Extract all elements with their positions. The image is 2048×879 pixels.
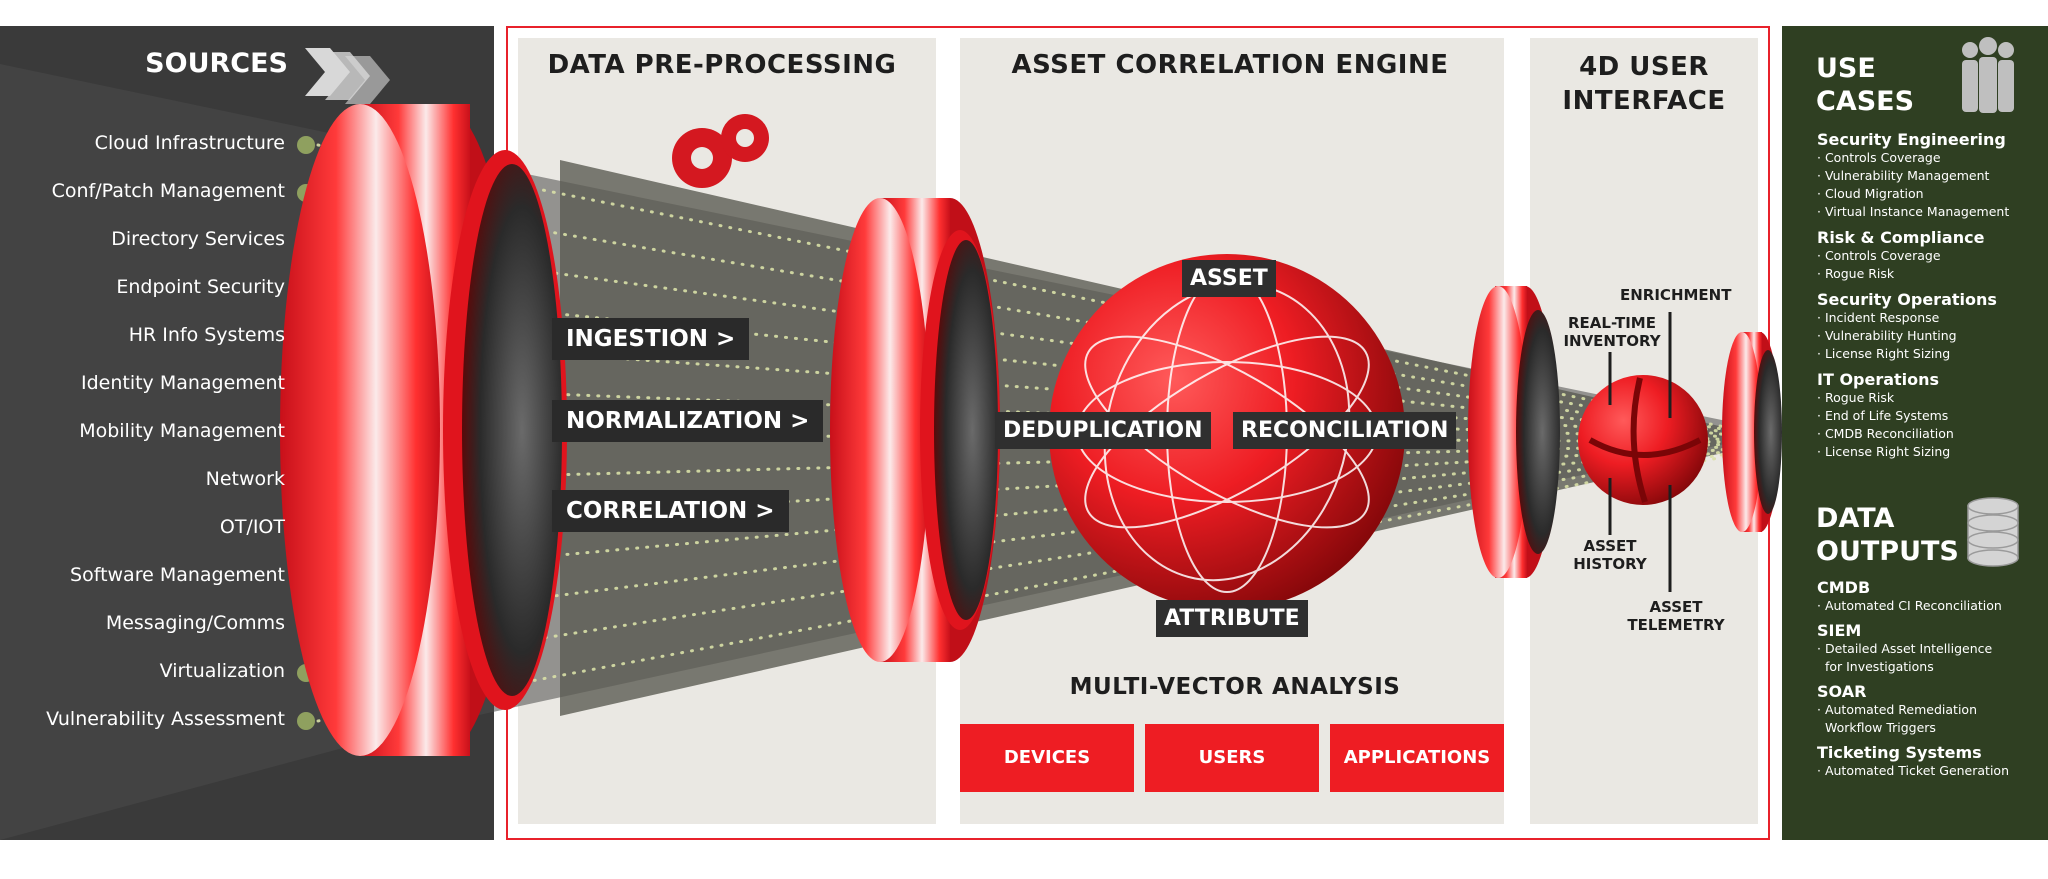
ui-title: 4D USER INTERFACE [1530, 50, 1758, 118]
use-case-heading: Security Operations [1817, 290, 1997, 309]
ui-sphere [1578, 312, 1708, 592]
use-case-item: · License Right Sizing [1817, 346, 1951, 361]
label-asset-history: ASSET HISTORY [1570, 537, 1650, 573]
data-output-item: · Automated CI Reconciliation [1817, 598, 2002, 613]
use-case-heading: Risk & Compliance [1817, 228, 1985, 247]
vector-applications: APPLICATIONS [1330, 724, 1504, 792]
use-case-item: · Incident Response [1817, 310, 1940, 325]
label-reconciliation: RECONCILIATION [1233, 412, 1457, 449]
ingest-ring [280, 104, 567, 756]
data-output-group: SIEM · Detailed Asset Intelligence for I… [1817, 621, 2042, 676]
forward-arrows-icon [305, 48, 390, 104]
use-case-item: · Rogue Risk [1817, 390, 1895, 405]
stage-normalization: NORMALIZATION > [552, 400, 824, 442]
use-case-item: · CMDB Reconciliation [1817, 426, 1954, 441]
use-case-item: · Controls Coverage [1817, 248, 1941, 263]
vector-devices: DEVICES [960, 724, 1134, 792]
data-output-item: · Automated Remediation [1817, 702, 1977, 717]
use-case-group: Security Engineering · Controls Coverage… [1817, 130, 2042, 221]
source-item: Vulnerability Assessment [46, 708, 285, 730]
use-case-item: · Virtual Instance Management [1817, 204, 2010, 219]
source-item: Directory Services [111, 228, 285, 250]
source-item: Conf/Patch Management [51, 180, 285, 202]
stage-correlation: CORRELATION > [552, 490, 789, 532]
label-realtime-inventory: REAL-TIME INVENTORY [1562, 314, 1662, 350]
source-item: HR Info Systems [128, 324, 285, 346]
use-case-heading: Security Engineering [1817, 130, 2006, 149]
data-output-groups: CMDB · Automated CI Reconciliation SIEM … [1817, 578, 2042, 780]
data-output-item: · Detailed Asset Intelligence [1817, 641, 1993, 656]
output-ring [1722, 332, 1782, 532]
data-output-heading: SOAR [1817, 682, 1867, 701]
use-case-item: · License Right Sizing [1817, 444, 1951, 459]
label-enrichment: ENRICHMENT [1620, 286, 1732, 304]
source-item: Mobility Management [79, 420, 285, 442]
label-telemetry-line1: ASSET [1649, 598, 1703, 616]
source-item: Virtualization [159, 660, 285, 682]
source-item: Endpoint Security [116, 276, 285, 298]
use-case-heading: IT Operations [1817, 370, 1940, 389]
ui-title-line2: INTERFACE [1562, 86, 1726, 116]
data-outputs-title: DATA OUTPUTS [1816, 502, 1959, 568]
use-cases-panel [1782, 26, 2048, 840]
use-case-groups: Security Engineering · Controls Coverage… [1817, 130, 2042, 461]
use-case-item: · Rogue Risk [1817, 266, 1895, 281]
use-cases-title: USE CASES [1816, 52, 1914, 118]
data-output-group: SOAR · Automated Remediation Workflow Tr… [1817, 682, 2042, 737]
vector-users: USERS [1145, 724, 1319, 792]
use-cases-title-line2: CASES [1816, 86, 1915, 117]
data-output-item: Workflow Triggers [1817, 720, 1936, 735]
database-icon [1967, 497, 2019, 567]
source-item: Identity Management [80, 372, 285, 394]
data-output-heading: CMDB [1817, 578, 1871, 597]
use-cases-title-line1: USE [1816, 53, 1876, 84]
stage-ingestion: INGESTION > [552, 318, 750, 360]
data-output-heading: SIEM [1817, 621, 1862, 640]
data-output-group: Ticketing Systems · Automated Ticket Gen… [1817, 743, 2042, 780]
data-output-group: CMDB · Automated CI Reconciliation [1817, 578, 2042, 615]
data-outputs-title-line1: DATA [1816, 503, 1895, 534]
use-case-group: IT Operations · Rogue Risk · End of Life… [1817, 370, 2042, 461]
label-realtime-line2: INVENTORY [1563, 332, 1661, 350]
preprocessing-title: DATA PRE-PROCESSING [547, 50, 897, 80]
normalize-ring [830, 198, 1000, 662]
label-history-line1: ASSET [1583, 537, 1637, 555]
engine-title: ASSET CORRELATION ENGINE [1011, 50, 1449, 80]
source-item: Cloud Infrastructure [94, 132, 285, 154]
source-item: Network [205, 468, 285, 490]
label-telemetry-line2: TELEMETRY [1627, 616, 1725, 634]
use-case-item: · Cloud Migration [1817, 186, 1924, 201]
people-icon [1962, 37, 2014, 113]
use-case-item: · Vulnerability Hunting [1817, 328, 1957, 343]
label-asset: ASSET [1182, 260, 1276, 297]
use-case-item: · Vulnerability Management [1817, 168, 1990, 183]
use-case-item: · End of Life Systems [1817, 408, 1949, 423]
label-attribute: ATTRIBUTE [1156, 600, 1308, 637]
data-outputs-title-line2: OUTPUTS [1816, 536, 1959, 567]
ui-title-line1: 4D USER [1579, 52, 1709, 82]
source-item: OT/IOT [219, 516, 285, 538]
use-case-group: Security Operations · Incident Response … [1817, 290, 2042, 363]
use-case-group: Risk & Compliance · Controls Coverage · … [1817, 228, 2042, 283]
label-realtime-line1: REAL-TIME [1568, 314, 1656, 332]
source-item: Messaging/Comms [105, 612, 285, 634]
label-deduplication: DEDUPLICATION [995, 412, 1211, 449]
source-item: Software Management [70, 564, 285, 586]
label-history-line2: HISTORY [1573, 555, 1647, 573]
ui-ring [1468, 286, 1560, 578]
gears-icon [672, 114, 769, 188]
analysis-title: MULTI-VECTOR ANALYSIS [1069, 674, 1401, 700]
use-case-item: · Controls Coverage [1817, 150, 1941, 165]
data-output-item: · Automated Ticket Generation [1817, 763, 2009, 778]
data-output-item: for Investigations [1817, 659, 1934, 674]
label-asset-telemetry: ASSET TELEMETRY [1626, 598, 1726, 634]
sources-title: SOURCES [145, 48, 288, 79]
data-output-heading: Ticketing Systems [1817, 743, 1982, 762]
